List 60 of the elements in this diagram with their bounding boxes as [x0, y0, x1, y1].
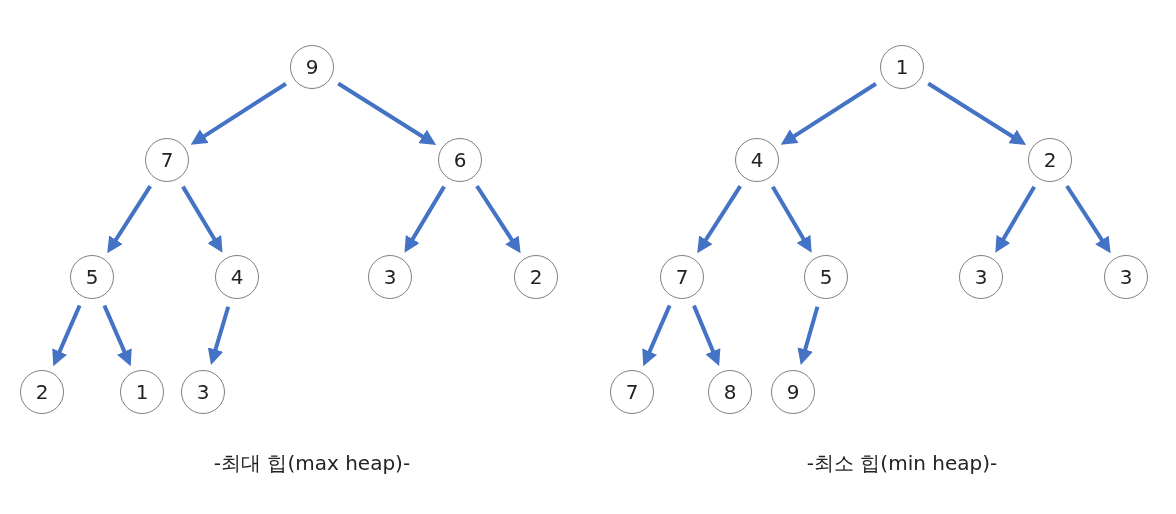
node-value: 6	[453, 148, 467, 172]
tree-node-circle	[660, 255, 704, 299]
node-value: 9	[305, 55, 319, 79]
node-value: 4	[230, 265, 244, 289]
arrow	[337, 81, 437, 145]
tree-node-circle	[181, 370, 225, 414]
tree-node-circle	[514, 255, 558, 299]
tree-node-circle	[1104, 255, 1148, 299]
node-value: 3	[1119, 265, 1133, 289]
node-value: 1	[135, 380, 149, 404]
arrow	[692, 304, 721, 366]
arrow	[797, 306, 820, 365]
tree-node-circle	[145, 138, 189, 182]
tree-node-circle	[610, 370, 654, 414]
tree-node-circle	[771, 370, 815, 414]
node-value: 9	[786, 380, 800, 404]
arrow	[780, 82, 877, 145]
tree-node-circle	[880, 45, 924, 89]
arrow	[102, 304, 132, 367]
tree-node-circle	[120, 370, 164, 414]
arrow	[190, 82, 287, 145]
arrow	[697, 185, 742, 254]
arrow	[107, 185, 152, 254]
tree-node-circle	[70, 255, 114, 299]
node-value: 3	[383, 265, 397, 289]
arrow	[404, 185, 446, 253]
node-value: 2	[1043, 148, 1057, 172]
node-value: 1	[895, 55, 909, 79]
arrow	[642, 304, 672, 367]
arrow	[181, 185, 223, 253]
node-value: 5	[819, 265, 833, 289]
node-value: 7	[160, 148, 174, 172]
tree-caption: -최대 힙(max heap)-	[213, 450, 411, 477]
tree-node-circle	[735, 138, 779, 182]
tree-node-circle	[290, 45, 334, 89]
node-value: 5	[85, 265, 99, 289]
tree-node-circle	[708, 370, 752, 414]
tree-node-circle	[368, 255, 412, 299]
node-value: 3	[196, 380, 210, 404]
tree-node-circle	[1028, 138, 1072, 182]
tree-caption: -최소 힙(min heap)-	[806, 450, 998, 477]
arrow	[207, 306, 231, 365]
node-value: 8	[723, 380, 737, 404]
tree-node-circle	[20, 370, 64, 414]
arrow	[52, 304, 82, 367]
arrow	[995, 185, 1036, 253]
node-value: 4	[750, 148, 764, 172]
tree-node-circle	[215, 255, 259, 299]
tree-node-circle	[959, 255, 1003, 299]
node-value: 7	[675, 265, 689, 289]
arrow	[1065, 184, 1111, 254]
arrow	[771, 185, 812, 253]
node-value: 2	[35, 380, 49, 404]
arrow	[927, 81, 1027, 145]
node-value: 2	[529, 265, 543, 289]
node-value: 3	[974, 265, 988, 289]
tree-node-circle	[804, 255, 848, 299]
tree-node-circle	[438, 138, 482, 182]
node-value: 7	[625, 380, 639, 404]
arrow	[475, 184, 521, 254]
